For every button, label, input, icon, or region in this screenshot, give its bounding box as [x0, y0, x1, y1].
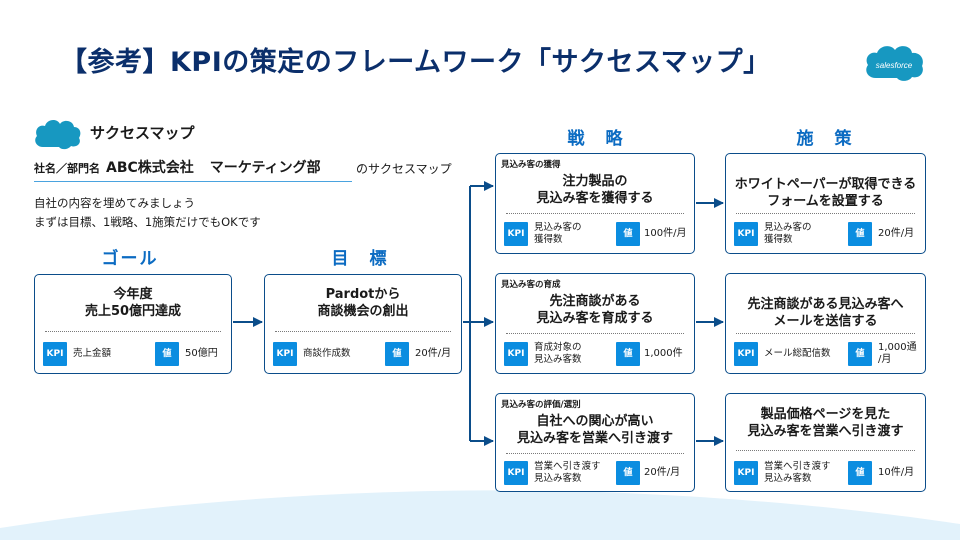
measure-line-2: メールを送信する: [773, 314, 878, 329]
measure-text: 先注商談がある見込み客へ メールを送信する: [726, 296, 925, 330]
bottom-wave-decoration: [0, 490, 960, 540]
goal-line-2: 売上50億円達成: [84, 304, 182, 319]
strategy-text: 先注商談がある 見込み客を育成する: [496, 293, 694, 327]
strategy-kpi-label: 育成対象の見込み客数: [534, 342, 582, 365]
goal-kpi-tag: KPI: [43, 342, 67, 366]
goal-kpi-value: 50億円: [185, 348, 218, 359]
measure-value-tag: 値: [848, 222, 872, 246]
measure-value-tag: 値: [848, 461, 872, 485]
measure-separator: [736, 450, 915, 451]
strategy-category: 見込み客の獲得: [501, 160, 561, 170]
measure-kpi-tag: KPI: [734, 461, 758, 485]
measure-text: 製品価格ページを見た 見込み客を営業へ引き渡す: [726, 406, 925, 440]
goal-kpi-label: 売上金額: [73, 348, 112, 359]
measure-kpi-tag: KPI: [734, 342, 758, 366]
strategy-box-3: 見込み客の評価/選別 自社への関心が高い 見込み客を営業へ引き渡す KPI 営業…: [495, 393, 695, 492]
intro-line-2: まずは目標、1戦略、1施策だけでもOKです: [34, 215, 261, 229]
strategy-kpi-tag: KPI: [504, 342, 528, 366]
column-header-measure: 施 策: [796, 129, 854, 149]
measure-kpi-label: 見込み客の獲得数: [764, 222, 812, 245]
strategy-line-1: 先注商談がある: [549, 294, 641, 309]
cloud-icon: [35, 120, 81, 150]
measure-value-tag: 値: [848, 342, 872, 366]
strategy-kpi-value: 20件/月: [644, 467, 681, 478]
salesforce-logo: salesforce: [866, 46, 923, 81]
measure-line-1: ホワイトペーパーが取得できる: [734, 177, 917, 192]
intro-text: 自社の内容を埋めてみましょう まずは目標、1戦略、1施策だけでもOKです: [34, 194, 261, 232]
target-box: Pardotから 商談機会の創出 KPI 商談作成数 値 20件/月: [264, 274, 462, 374]
column-header-strategy: 戦 略: [567, 129, 625, 149]
goal-box: 今年度 売上50億円達成 KPI 売上金額 値 50億円: [34, 274, 232, 374]
connector-target-to-strategy-top: [463, 186, 471, 323]
goal-separator: [45, 331, 221, 332]
strategy-value-tag: 値: [616, 342, 640, 366]
strategy-kpi-value: 1,000件: [644, 348, 683, 359]
company-label: 社名／部門名: [34, 162, 100, 175]
measure-kpi-label: 営業へ引き渡す見込み客数: [764, 461, 831, 484]
intro-line-1: 自社の内容を埋めてみましょう: [34, 196, 195, 210]
strategy-category: 見込み客の評価/選別: [501, 400, 581, 410]
goal-line-1: 今年度: [113, 287, 153, 302]
measure-kpi-value: 20件/月: [878, 228, 915, 239]
column-header-goal: ゴール: [101, 249, 159, 269]
strategy-kpi-label: 見込み客の獲得数: [534, 222, 582, 245]
strategy-kpi-tag: KPI: [504, 461, 528, 485]
success-map-suffix: のサクセスマップ: [356, 162, 452, 176]
measure-kpi-label: メール総配信数: [764, 348, 831, 359]
company-name: ABC株式会社: [106, 160, 194, 176]
target-kpi-tag: KPI: [273, 342, 297, 366]
strategy-line-1: 注力製品の: [562, 174, 628, 189]
goal-value-tag: 値: [155, 342, 179, 366]
target-value-tag: 値: [385, 342, 409, 366]
target-text: Pardotから 商談機会の創出: [265, 286, 461, 320]
measure-kpi-value: 1,000通/月: [878, 342, 917, 365]
strategy-separator: [506, 453, 684, 454]
measure-text: ホワイトペーパーが取得できる フォームを設置する: [726, 176, 925, 210]
strategy-category: 見込み客の育成: [501, 280, 561, 290]
strategy-value-tag: 値: [616, 222, 640, 246]
measure-box-2: 先注商談がある見込み客へ メールを送信する KPI メール総配信数 値 1,00…: [725, 273, 926, 374]
target-line-2: 商談機会の創出: [317, 304, 409, 319]
strategy-box-2: 見込み客の育成 先注商談がある 見込み客を育成する KPI 育成対象の見込み客数…: [495, 273, 695, 374]
slide-title: 【参考】KPIの策定のフレームワーク「サクセスマップ」: [60, 47, 771, 78]
strategy-value-tag: 値: [616, 461, 640, 485]
measure-kpi-tag: KPI: [734, 222, 758, 246]
strategy-text: 注力製品の 見込み客を獲得する: [496, 173, 694, 207]
target-kpi-label: 商談作成数: [303, 348, 351, 359]
strategy-text: 自社への関心が高い 見込み客を営業へ引き渡す: [496, 413, 694, 447]
column-header-target: 目 標: [331, 249, 389, 269]
strategy-line-2: 見込み客を獲得する: [536, 191, 654, 206]
strategy-box-1: 見込み客の獲得 注力製品の 見込み客を獲得する KPI 見込み客の獲得数 値 1…: [495, 153, 695, 254]
goal-text: 今年度 売上50億円達成: [35, 286, 231, 320]
strategy-line-2: 見込み客を育成する: [536, 311, 654, 326]
target-kpi-value: 20件/月: [415, 348, 452, 359]
department-name: マーケティング部: [209, 160, 321, 176]
target-separator: [275, 331, 451, 332]
measure-kpi-value: 10件/月: [878, 467, 915, 478]
measure-line-1: 先注商談がある見込み客へ: [747, 297, 904, 312]
measure-separator: [736, 213, 915, 214]
company-line: 社名／部門名 ABC株式会社マーケティング部: [34, 157, 352, 182]
strategy-separator: [506, 333, 684, 334]
measure-box-3: 製品価格ページを見た 見込み客を営業へ引き渡す KPI 営業へ引き渡す見込み客数…: [725, 393, 926, 492]
measure-line-2: フォームを設置する: [767, 194, 884, 209]
measure-line-1: 製品価格ページを見た: [760, 407, 891, 422]
svg-text:salesforce: salesforce: [876, 61, 913, 70]
measure-separator: [736, 333, 915, 334]
measure-box-1: ホワイトペーパーが取得できる フォームを設置する KPI 見込み客の獲得数 値 …: [725, 153, 926, 254]
success-map-title: サクセスマップ: [90, 124, 195, 142]
strategy-separator: [506, 213, 684, 214]
strategy-line-2: 見込み客を営業へ引き渡す: [516, 431, 673, 446]
target-line-1: Pardotから: [325, 287, 401, 302]
measure-line-2: 見込み客を営業へ引き渡す: [747, 424, 904, 439]
strategy-line-1: 自社への関心が高い: [536, 414, 654, 429]
strategy-kpi-value: 100件/月: [644, 228, 687, 239]
strategy-kpi-tag: KPI: [504, 222, 528, 246]
strategy-kpi-label: 営業へ引き渡す見込み客数: [534, 461, 601, 484]
